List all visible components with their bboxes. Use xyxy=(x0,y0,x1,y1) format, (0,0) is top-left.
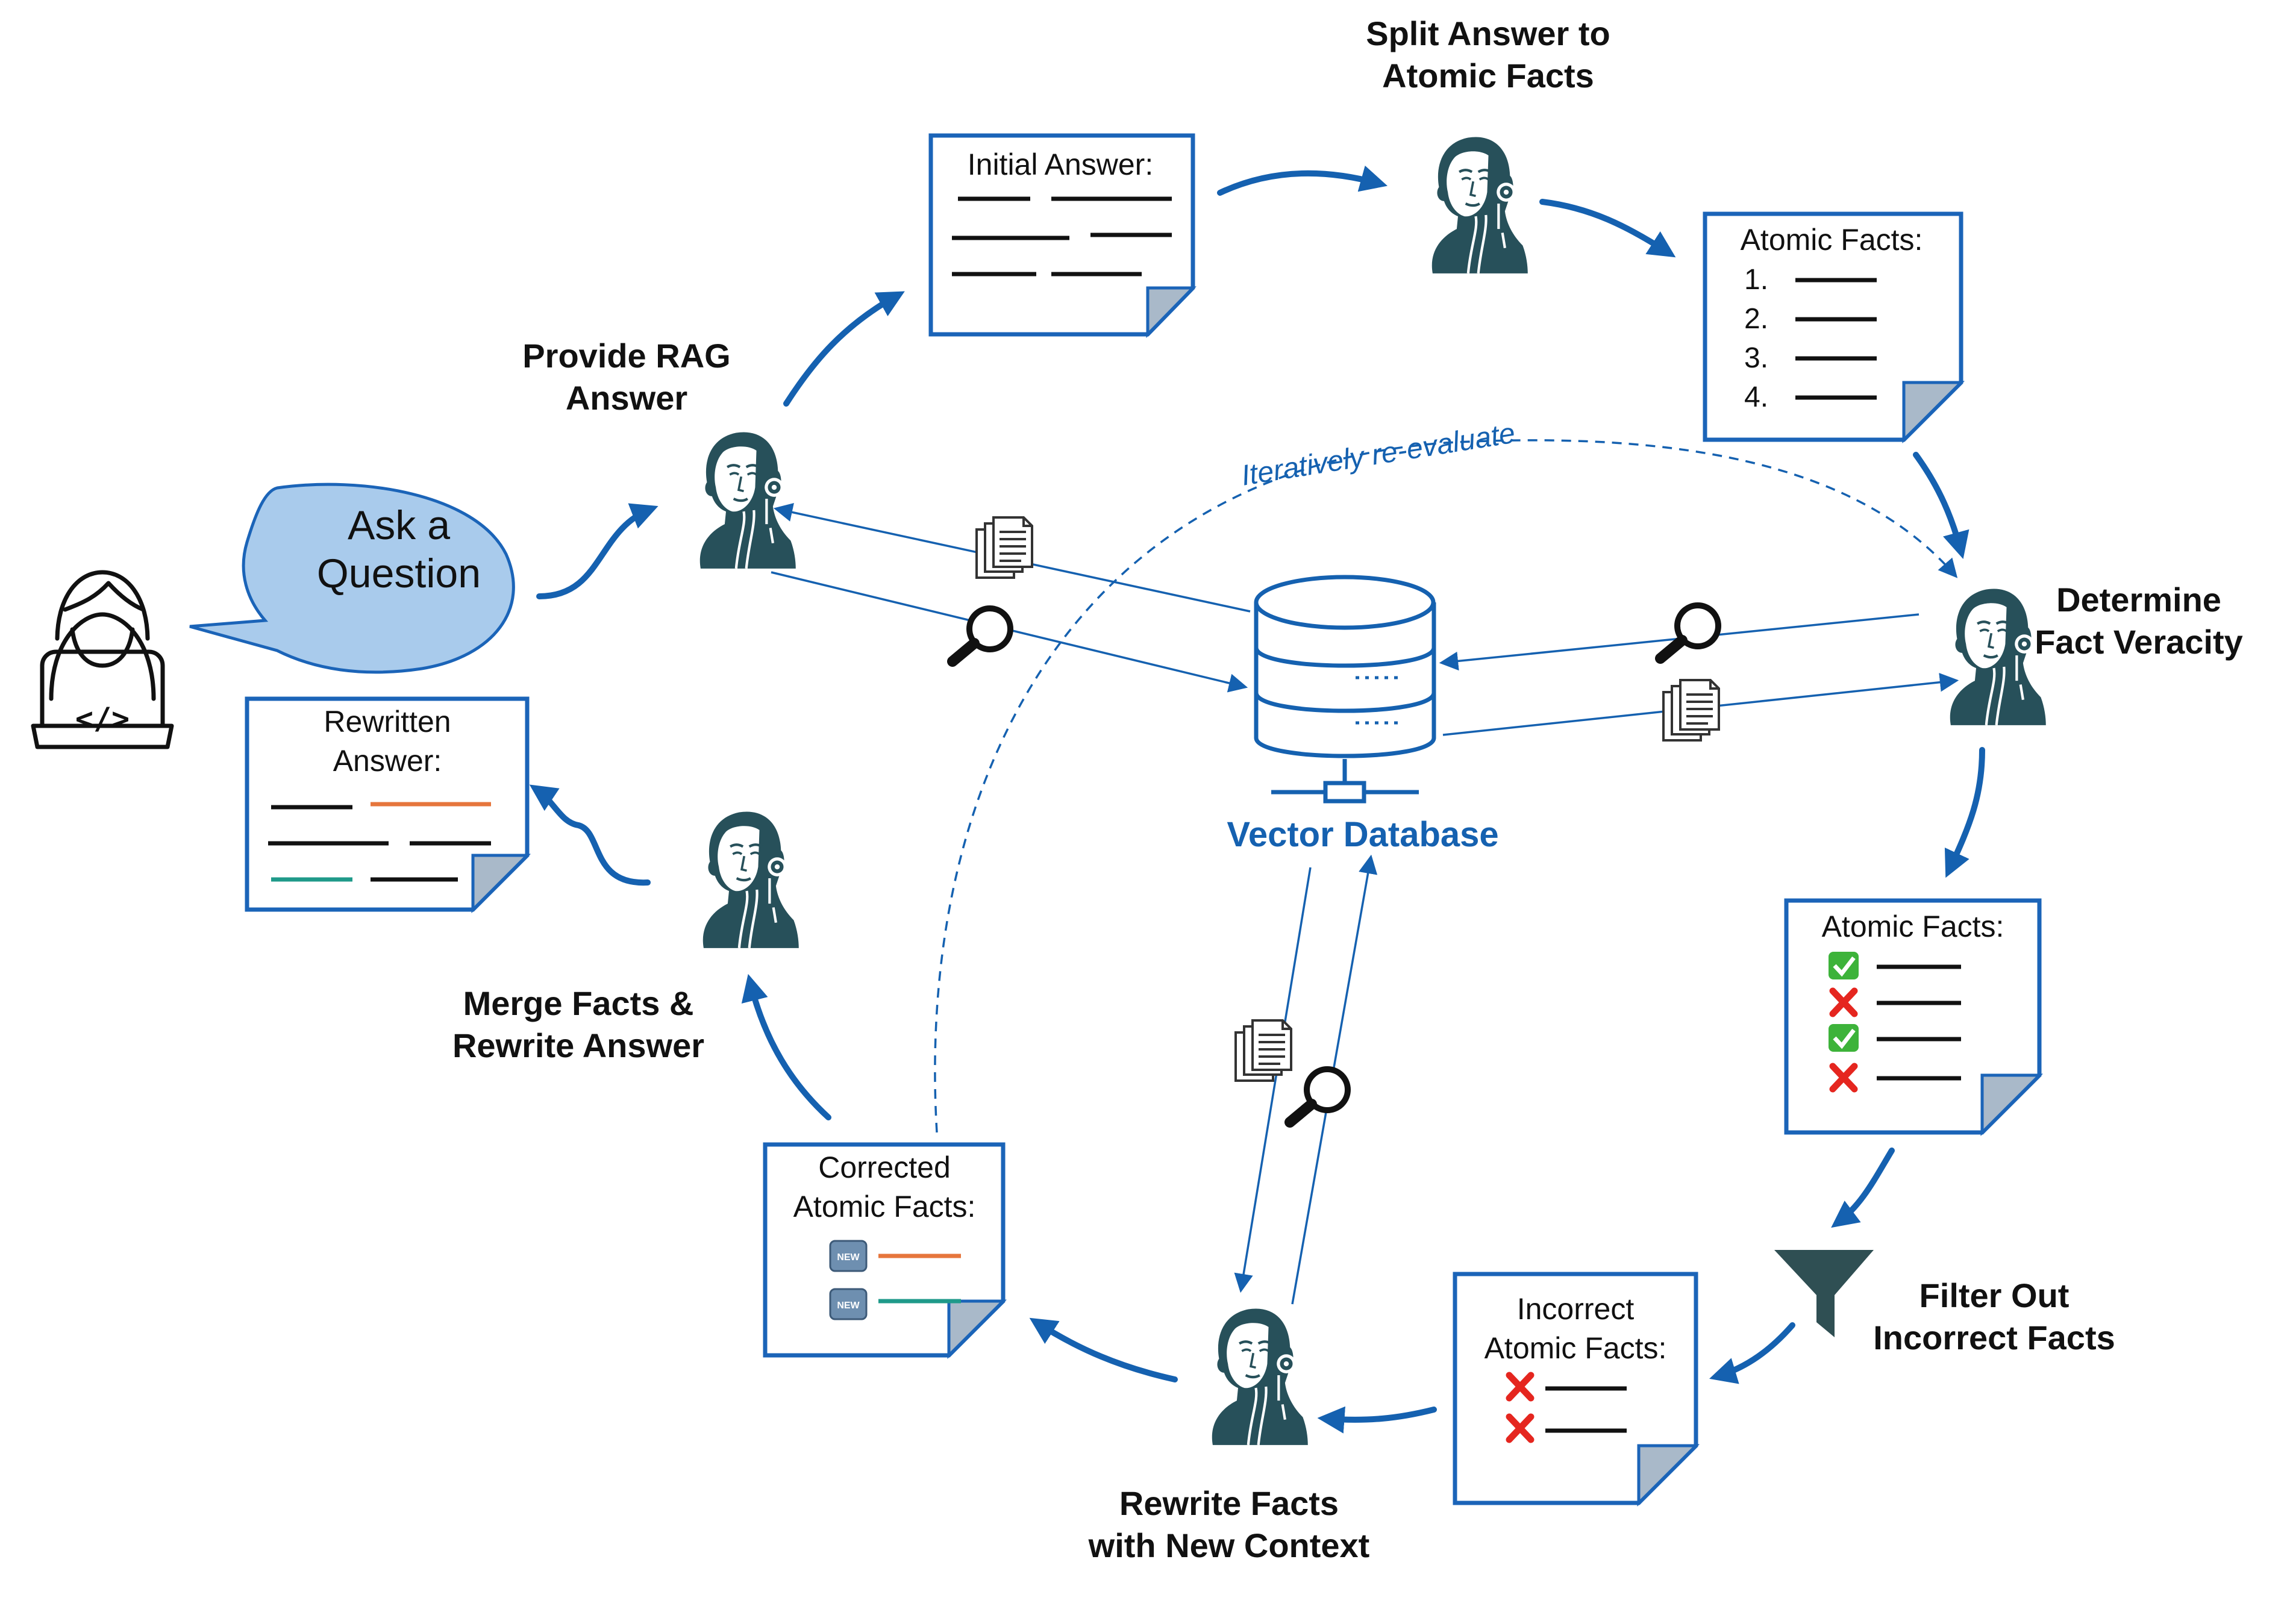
arrow-question-to-provide xyxy=(536,503,659,599)
doc-corrected-line1: Corrected xyxy=(818,1151,951,1184)
atomic-item-1: 1. xyxy=(1744,264,1768,296)
doc-veracity-title: Atomic Facts: xyxy=(1822,910,2004,943)
step-determine-line2: Fact Veracity xyxy=(2035,623,2243,661)
cross-icon xyxy=(1829,987,1858,1017)
arrow-initial-to-split xyxy=(1217,165,1388,196)
iterate-label: Iteratively re-evaluate xyxy=(1239,417,1518,492)
documents-icon xyxy=(1234,1019,1292,1082)
doc-fact-veracity: Atomic Facts: xyxy=(1784,898,2044,1137)
cross-icon xyxy=(1506,1372,1535,1402)
robot-icon-determine xyxy=(1950,589,2046,725)
step-merge-line2: Rewrite Answer xyxy=(452,1026,704,1064)
magnifier-icon xyxy=(953,608,1010,661)
arrow-incorrect-to-rewrite xyxy=(1317,1406,1437,1434)
doc-rewritten-line1: Rewritten xyxy=(324,705,451,739)
developer-laptop-icon xyxy=(31,570,174,749)
step-rewrite-line2: with New Context xyxy=(1088,1526,1370,1564)
robot-icon-rewrite xyxy=(1212,1308,1308,1444)
step-split-line2: Atomic Facts xyxy=(1382,57,1594,95)
cross-icon xyxy=(1506,1413,1535,1443)
doc-corrected-facts: Corrected Atomic Facts: NEW NEW xyxy=(763,1142,1007,1360)
doc-rewritten-answer: Rewritten Answer: xyxy=(245,696,531,914)
doc-atomic-title: Atomic Facts: xyxy=(1741,223,1923,257)
step-split-line1: Split Answer to xyxy=(1366,14,1610,52)
doc-initial-title: Initial Answer: xyxy=(968,148,1153,181)
arrow-filter-to-incorrect xyxy=(1709,1322,1795,1384)
arrow-rewrite-to-corrected xyxy=(1029,1317,1178,1382)
database-label: Vector Database xyxy=(1227,815,1498,854)
doc-incorrect-facts: Incorrect Atomic Facts: xyxy=(1453,1272,1700,1507)
atomic-item-4: 4. xyxy=(1744,381,1768,413)
arrow-split-to-atomic xyxy=(1539,199,1676,258)
arrow-provide-to-initial xyxy=(783,291,905,407)
step-determine-line1: Determine xyxy=(2056,581,2221,619)
new-badge-icon: NEW xyxy=(829,1288,868,1320)
bubble-line1: Ask a xyxy=(348,502,450,548)
database-icon xyxy=(1254,575,1436,804)
doc-incorrect-line2: Atomic Facts: xyxy=(1485,1331,1667,1365)
documents-icon xyxy=(1662,679,1720,742)
step-provide-line1: Provide RAG xyxy=(522,337,730,375)
arrow-corrected-to-merge xyxy=(741,973,831,1120)
doc-rewritten-line2: Answer: xyxy=(333,744,442,778)
arrow-merge-to-rewritten xyxy=(529,784,651,886)
robot-icon-merge xyxy=(703,811,799,948)
code-glyph: </> xyxy=(75,701,130,736)
arrow-atomic-to-determine xyxy=(1913,452,1969,560)
step-filter-line1: Filter Out xyxy=(1919,1276,2070,1314)
funnel-icon xyxy=(1774,1250,1874,1337)
new-badge-label: NEW xyxy=(837,1301,860,1311)
robot-icon-split xyxy=(1432,137,1528,273)
arrow-db-to-rewrite xyxy=(1234,867,1312,1293)
step-provide-line2: Answer xyxy=(566,379,687,417)
atomic-item-3: 3. xyxy=(1744,342,1768,374)
step-filter-line2: Incorrect Facts xyxy=(1873,1319,2115,1357)
magnifier-icon xyxy=(1290,1069,1348,1122)
question-bubble xyxy=(189,483,515,674)
arrow-determine-to-veracity xyxy=(1944,747,1985,878)
doc-incorrect-line1: Incorrect xyxy=(1517,1292,1635,1326)
bubble-line2: Question xyxy=(317,551,481,596)
documents-icon xyxy=(975,516,1033,579)
doc-atomic-facts: Atomic Facts: 1. 2. 3. 4. xyxy=(1703,211,1965,444)
new-badge-label: NEW xyxy=(837,1252,860,1263)
doc-corrected-line2: Atomic Facts: xyxy=(793,1190,976,1223)
cross-icon xyxy=(1829,1063,1858,1093)
doc-initial-answer: Initial Answer: xyxy=(928,133,1197,339)
arrow-veracity-to-filter xyxy=(1831,1148,1895,1228)
check-icon xyxy=(1829,1024,1859,1052)
check-icon xyxy=(1829,952,1859,979)
new-badge-icon: NEW xyxy=(829,1240,868,1272)
iterate-dashed-arrow xyxy=(934,439,1958,1133)
robot-icon-provide xyxy=(700,432,796,568)
atomic-item-2: 2. xyxy=(1744,303,1768,335)
step-rewrite-line1: Rewrite Facts xyxy=(1119,1484,1339,1522)
magnifier-icon xyxy=(1660,605,1718,658)
step-merge-line1: Merge Facts & xyxy=(463,984,694,1022)
